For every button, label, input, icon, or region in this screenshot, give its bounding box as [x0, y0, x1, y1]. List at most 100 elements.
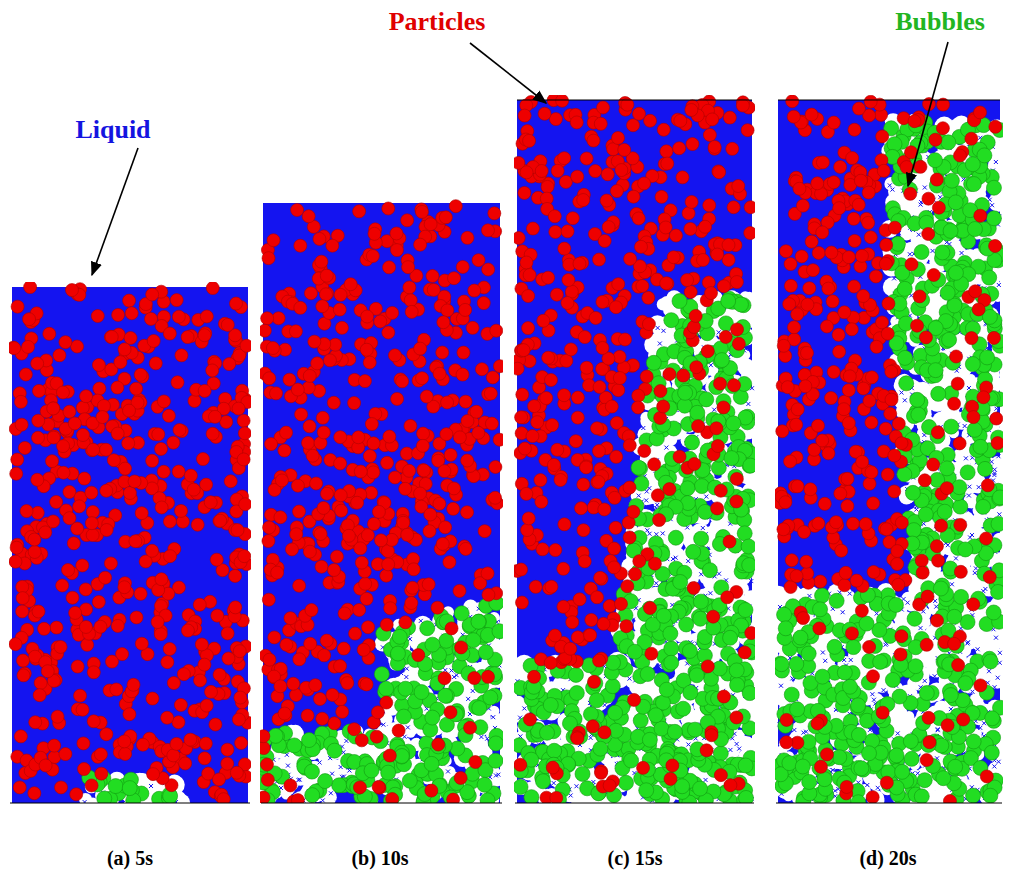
particle: [493, 433, 503, 446]
particle: [425, 784, 438, 797]
particle: [456, 368, 469, 381]
particle: [67, 537, 80, 550]
particle: [163, 515, 176, 528]
particle: [352, 431, 365, 444]
particle: [232, 402, 245, 415]
particle: [188, 394, 201, 407]
bubble: [381, 765, 396, 780]
particle: [240, 339, 251, 352]
particle: [114, 356, 127, 369]
particle: [438, 672, 451, 685]
particle: [69, 606, 82, 619]
particle: [77, 737, 90, 750]
particle: [79, 583, 92, 596]
particle: [437, 316, 450, 329]
particle: [260, 730, 270, 743]
particle: [367, 466, 380, 479]
particle: [355, 734, 368, 747]
particle: [403, 464, 416, 477]
particle: [31, 357, 44, 370]
liquid-marker: [399, 671, 403, 675]
liquid-marker: [378, 796, 382, 800]
particle: [9, 638, 22, 651]
particle: [63, 512, 76, 525]
particle: [368, 227, 381, 240]
particle: [448, 272, 461, 285]
particle: [110, 683, 123, 696]
particle: [204, 496, 217, 509]
liquid-marker: [471, 689, 475, 693]
particle: [28, 533, 41, 546]
particle: [338, 607, 351, 620]
particle: [173, 424, 186, 437]
particle: [127, 678, 140, 691]
particle: [262, 535, 275, 548]
particle: [76, 401, 89, 414]
particle: [167, 436, 180, 449]
particle: [48, 739, 61, 752]
particle: [221, 627, 234, 640]
particle: [443, 556, 456, 569]
particle: [93, 382, 106, 395]
particle: [290, 528, 303, 541]
particle: [130, 382, 143, 395]
bubble: [488, 753, 503, 768]
particle: [274, 511, 287, 524]
particle: [9, 342, 21, 355]
particle: [348, 397, 361, 410]
particle: [32, 605, 45, 618]
particle: [191, 518, 204, 531]
particle: [206, 364, 219, 377]
particle: [19, 368, 32, 381]
particle: [14, 395, 27, 408]
particle: [383, 261, 396, 274]
particle: [416, 372, 429, 385]
particle: [317, 426, 330, 439]
particle: [414, 487, 427, 500]
particle: [144, 312, 157, 325]
particle: [198, 752, 211, 765]
particle: [162, 409, 175, 422]
particle: [65, 284, 78, 297]
particle: [388, 349, 401, 362]
particle: [406, 581, 419, 594]
particle: [313, 232, 326, 245]
particle: [206, 427, 219, 440]
liquid-marker: [452, 675, 456, 679]
particle: [414, 342, 427, 355]
particle: [358, 375, 371, 388]
particle: [184, 733, 197, 746]
particle: [213, 668, 226, 681]
particle: [316, 712, 329, 725]
particle: [396, 375, 409, 388]
particle: [490, 324, 503, 337]
particle: [174, 504, 187, 517]
particle: [309, 679, 322, 692]
particle: [263, 653, 276, 666]
particle: [55, 781, 68, 794]
particle: [493, 360, 503, 373]
particle: [163, 643, 176, 656]
particle: [154, 628, 167, 641]
particle: [59, 336, 72, 349]
particle: [111, 381, 124, 394]
particle: [15, 418, 28, 431]
particle: [461, 506, 474, 519]
particle: [123, 294, 136, 307]
particle: [100, 484, 113, 497]
particle: [238, 550, 251, 563]
particle: [233, 645, 246, 658]
bubble: [488, 736, 503, 751]
particle: [47, 402, 60, 415]
liquid-marker: [406, 725, 410, 729]
particle: [405, 597, 418, 610]
particle: [193, 598, 206, 611]
particle: [316, 300, 329, 313]
base-line: [10, 802, 250, 803]
particle: [10, 541, 23, 554]
particle: [335, 504, 348, 517]
particle: [453, 584, 466, 597]
particle: [417, 464, 430, 477]
particle: [184, 469, 197, 482]
particle: [381, 456, 394, 469]
